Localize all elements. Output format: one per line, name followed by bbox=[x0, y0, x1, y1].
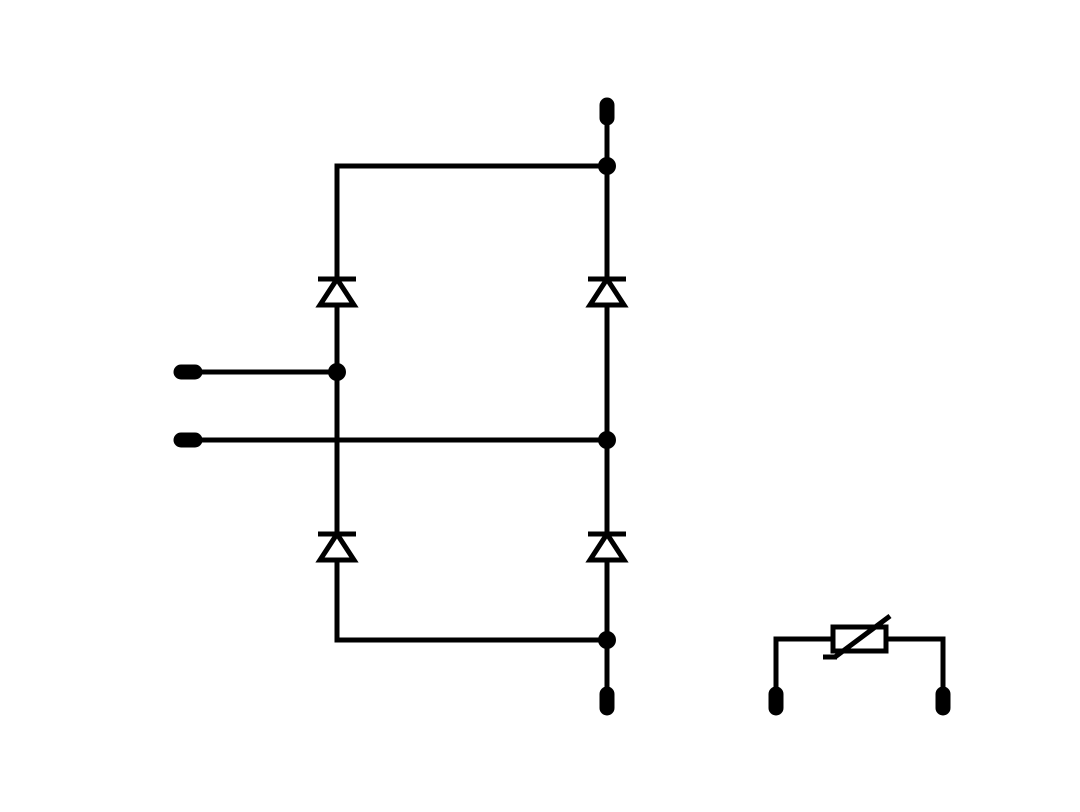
diode-d4[interactable] bbox=[585, 529, 629, 563]
junction-ac-2 bbox=[598, 431, 616, 449]
variable-arrow-diagonal bbox=[833, 613, 892, 660]
junction-bottom-right bbox=[598, 631, 616, 649]
resistor-body bbox=[830, 624, 889, 654]
bottom-loop-wire bbox=[334, 372, 607, 643]
diode-d3[interactable] bbox=[315, 529, 359, 563]
rv-right-lead bbox=[886, 636, 946, 700]
diode-d1[interactable] bbox=[315, 274, 359, 308]
bridge-wiring bbox=[188, 110, 610, 700]
junction-top-right bbox=[598, 157, 616, 175]
top-loop-wire bbox=[334, 163, 607, 372]
variable-resistor-rv1[interactable] bbox=[773, 613, 946, 700]
diode-d2[interactable] bbox=[585, 274, 629, 308]
rv-left-lead bbox=[773, 636, 833, 700]
junction-ac-1 bbox=[328, 363, 346, 381]
